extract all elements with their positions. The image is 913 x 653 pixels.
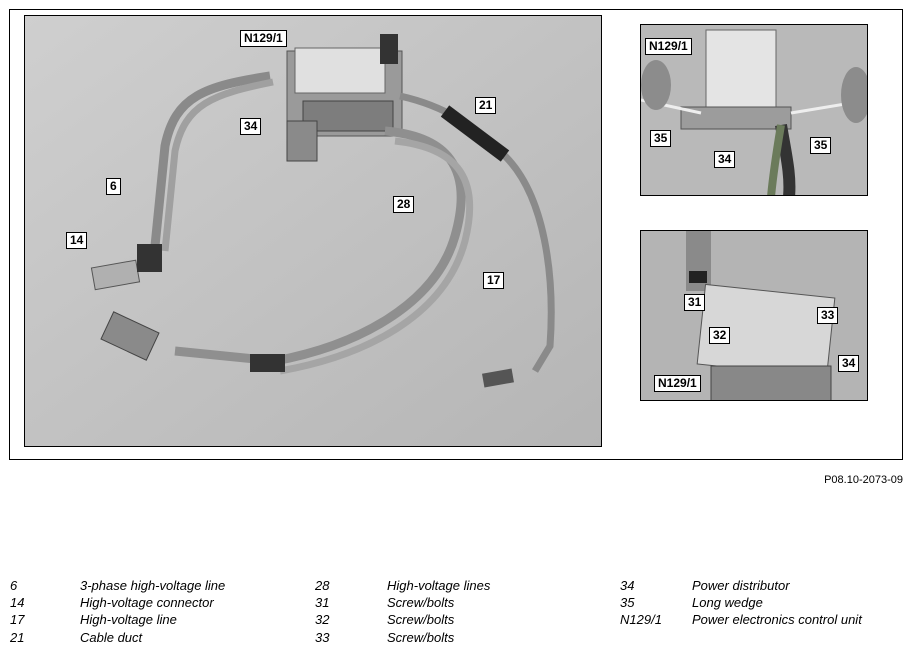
control-unit bbox=[286, 34, 403, 162]
legend-text: High-voltage lines bbox=[387, 578, 491, 593]
figure-reference: P08.10-2073-09 bbox=[824, 474, 903, 486]
legend-text: High-voltage connector bbox=[80, 595, 214, 610]
legend-num: 17 bbox=[10, 612, 25, 627]
callout-n129-1: N129/1 bbox=[240, 30, 287, 47]
legend-num: 21 bbox=[10, 630, 25, 645]
legend-text: 3-phase high-voltage line bbox=[80, 578, 226, 593]
legend-text: Cable duct bbox=[80, 630, 143, 645]
legend-text: Screw/bolts bbox=[387, 595, 455, 610]
figure-frame bbox=[9, 9, 903, 460]
callout-n129-1-bottom: N129/1 bbox=[654, 375, 701, 392]
legend-num: 33 bbox=[315, 630, 330, 645]
legend-num: 14 bbox=[10, 595, 25, 610]
callout-31: 31 bbox=[684, 294, 706, 311]
legend-num: 31 bbox=[315, 595, 330, 610]
legend-num: 35 bbox=[620, 595, 635, 610]
callout-6: 6 bbox=[106, 178, 121, 195]
legend-text: Power distributor bbox=[692, 578, 790, 593]
legend-num: 32 bbox=[315, 612, 330, 627]
callout-35-left: 35 bbox=[650, 130, 672, 147]
legend-num: 6 bbox=[10, 578, 18, 593]
callout-34-top: 34 bbox=[714, 151, 736, 168]
legend-text: Screw/bolts bbox=[387, 612, 455, 627]
callout-17: 17 bbox=[483, 272, 505, 289]
callout-34-bottom: 34 bbox=[838, 355, 860, 372]
legend-num: 28 bbox=[315, 578, 330, 593]
callout-34: 34 bbox=[240, 118, 262, 135]
legend-num: N129/1 bbox=[620, 612, 662, 627]
legend-text: Power electronics control unit bbox=[692, 612, 862, 627]
callout-14: 14 bbox=[66, 232, 88, 249]
callout-33: 33 bbox=[817, 307, 839, 324]
legend-text: High-voltage line bbox=[80, 612, 177, 627]
legend-text: Long wedge bbox=[692, 595, 763, 610]
legend-text: Screw/bolts bbox=[387, 630, 455, 645]
callout-35-right: 35 bbox=[810, 137, 832, 154]
callout-32: 32 bbox=[709, 327, 731, 344]
main-photo bbox=[24, 15, 602, 447]
main-illustration bbox=[25, 16, 601, 446]
callout-21: 21 bbox=[475, 97, 497, 114]
callout-28: 28 bbox=[393, 196, 415, 213]
callout-n129-1-top: N129/1 bbox=[645, 38, 692, 55]
legend-num: 34 bbox=[620, 578, 635, 593]
